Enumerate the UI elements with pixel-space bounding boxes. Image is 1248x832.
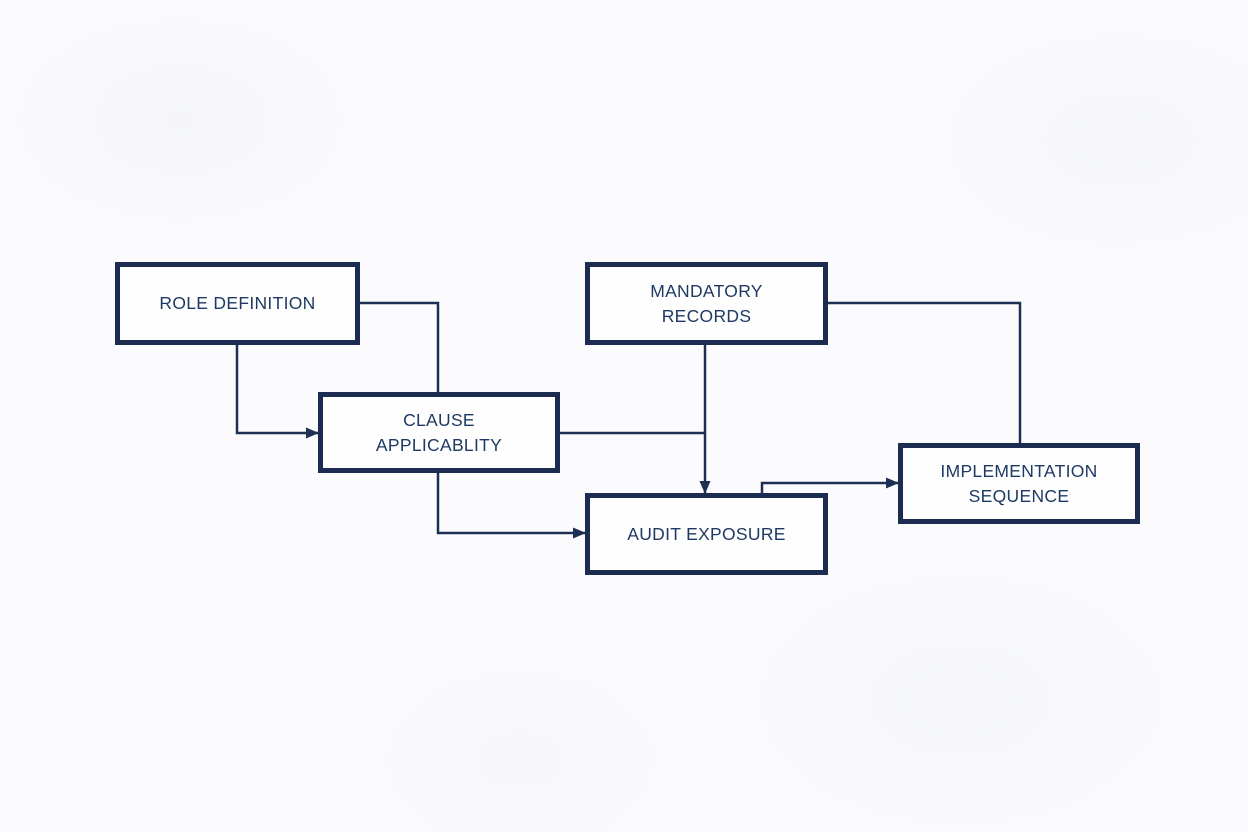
edge-role-definition-to-clause-applicablity-top xyxy=(360,301,440,394)
node-mandatory-records: MANDATORY RECORDS xyxy=(585,262,828,345)
edge-audit-exposure-to-implementation-sequence-arrow xyxy=(760,477,899,493)
node-implementation-sequence: IMPLEMENTATION SEQUENCE xyxy=(898,443,1140,524)
node-implementation-sequence-label: IMPLEMENTATION SEQUENCE xyxy=(940,461,1098,506)
node-audit-exposure-label: AUDIT EXPOSURE xyxy=(627,523,786,544)
node-clause-applicablity: CLAUSE APPLICABLITY xyxy=(318,392,560,473)
edge-clause-applicablity-to-audit-exposure-arrow xyxy=(436,473,586,539)
node-mandatory-records-label: MANDATORY RECORDS xyxy=(650,281,763,326)
node-clause-applicablity-label: CLAUSE APPLICABLITY xyxy=(375,410,503,455)
node-role-definition-label: ROLE DEFINITION xyxy=(159,293,316,314)
edge-role-definition-to-clause-applicablity-left-arrow xyxy=(235,345,319,439)
edge-mandatory-records-to-implementation-sequence-top xyxy=(828,301,1022,445)
node-role-definition: ROLE DEFINITION xyxy=(115,262,360,345)
node-audit-exposure: AUDIT EXPOSURE xyxy=(585,493,828,575)
